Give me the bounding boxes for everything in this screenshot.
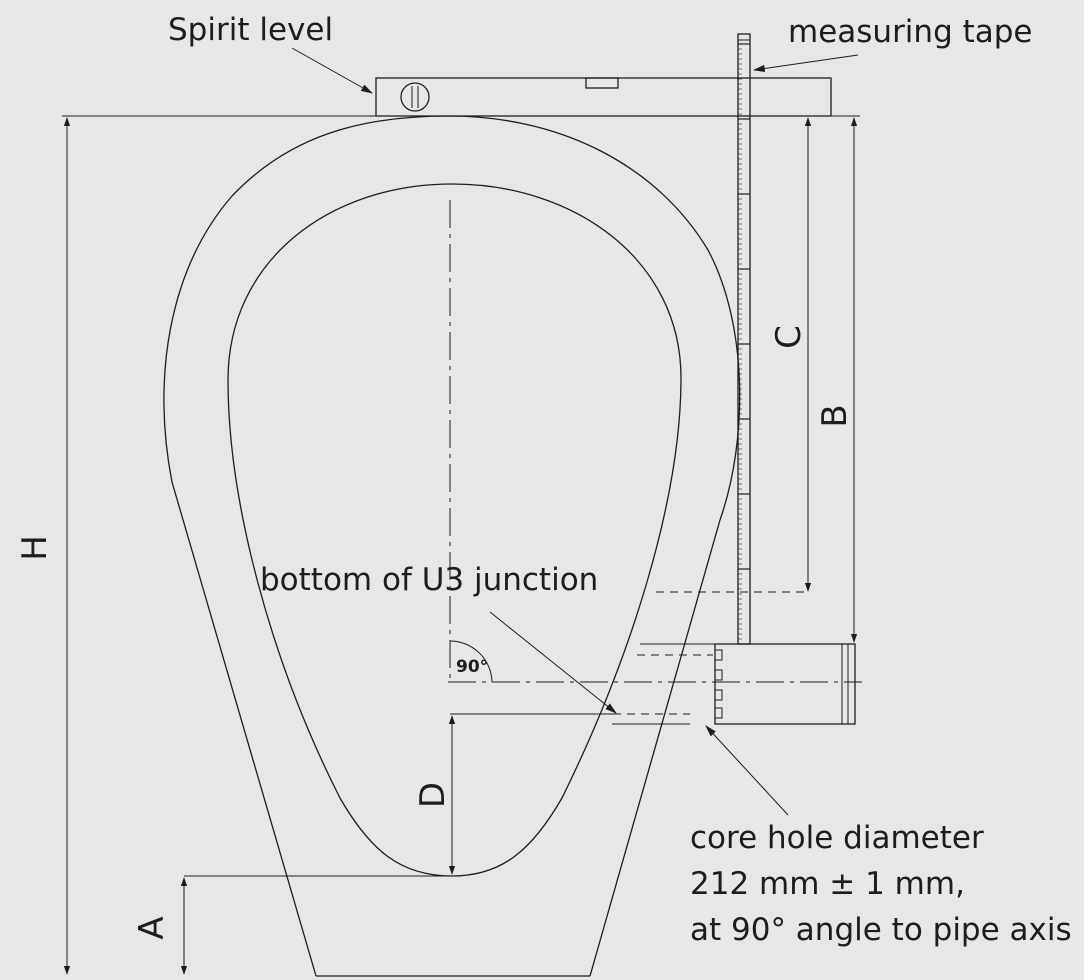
dim-label-A: A: [132, 916, 172, 939]
label-bottom-junction: bottom of U3 junction: [260, 562, 598, 598]
tape-base-block: [714, 643, 856, 725]
label-core-hole-3: at 90° angle to pipe axis: [690, 912, 1072, 948]
label-angle: 90°: [456, 657, 488, 677]
label-core-hole-2: 212 mm ± 1 mm,: [690, 866, 965, 902]
label-measuring-tape: measuring tape: [788, 14, 1033, 50]
spirit-level-body: [375, 77, 832, 117]
spirit-level-bubble-icon: [585, 77, 619, 89]
label-core-hole-1: core hole diameter: [690, 820, 984, 856]
pipe-inner-wall: [227, 183, 682, 877]
leader-spirit-level: [291, 47, 374, 94]
tape-ticks: [738, 43, 750, 640]
spirit-level-vial-icon: [400, 82, 430, 112]
leader-measuring-tape: [752, 54, 859, 73]
angle-arc: [449, 640, 493, 683]
dim-label-B: B: [815, 404, 855, 427]
leader-core-hole: [705, 725, 789, 816]
dim-label-D: D: [413, 782, 453, 808]
dim-label-H: H: [15, 535, 55, 561]
label-spirit-level: Spirit level: [168, 12, 333, 48]
leader-bottom-junction: [489, 611, 617, 714]
dim-label-C: C: [769, 325, 809, 349]
